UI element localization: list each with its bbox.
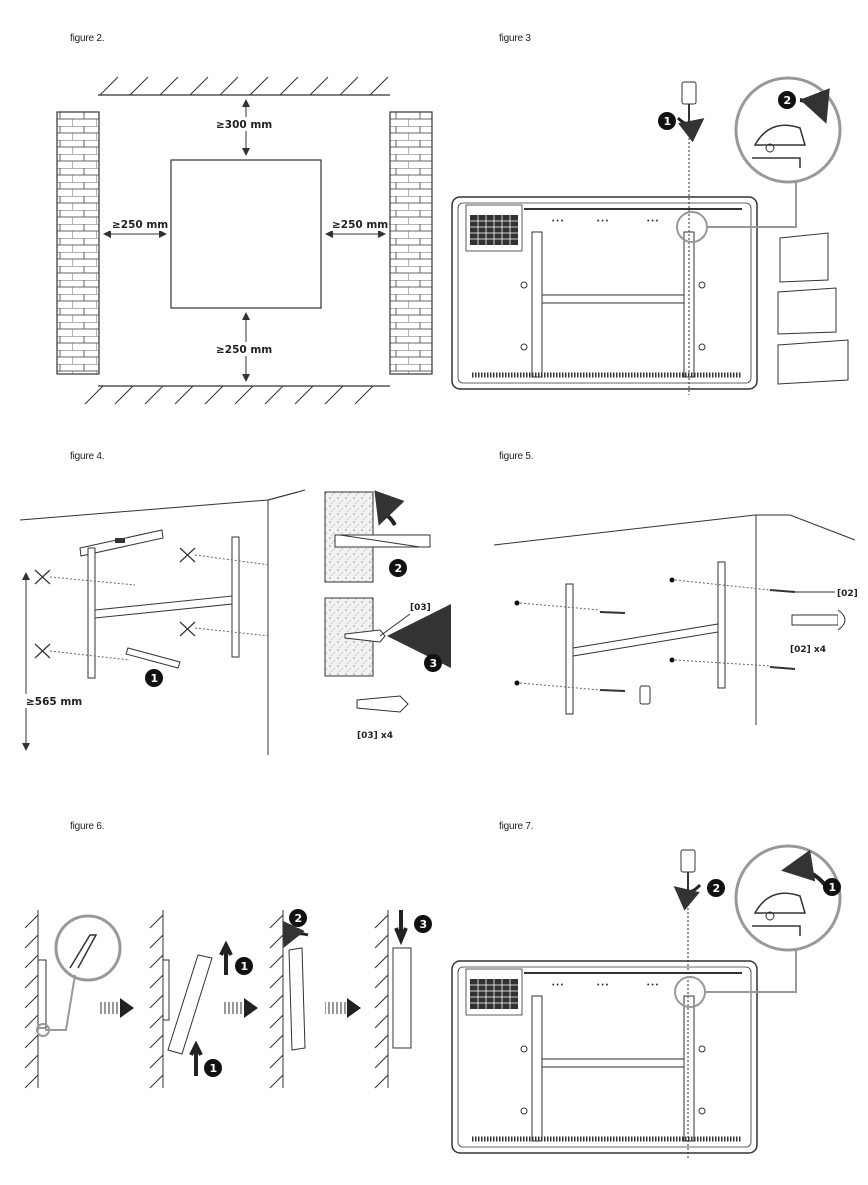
figure-5-caption: figure 5.: [499, 451, 534, 462]
top-clearance-label: ≥300 mm: [216, 119, 272, 131]
figure-7-secure-heater: [452, 844, 842, 1160]
figure-2-caption: figure 2.: [70, 33, 105, 44]
part-02-label: [02]: [837, 589, 858, 599]
bottom-clearance-label: ≥250 mm: [216, 344, 272, 356]
left-clearance-label: ≥250 mm: [112, 219, 168, 231]
height-label: ≥565 mm: [26, 696, 82, 708]
part-03-count: [03] x4: [357, 731, 393, 741]
figure-3-remove-bracket: [452, 76, 849, 395]
figure-6-caption: figure 6.: [70, 821, 105, 832]
part-03-label: [03]: [410, 603, 431, 613]
figure-4-mark-and-drill: ≥565 mm [03] [03] x4: [19, 489, 451, 755]
figure-7-caption: figure 7.: [499, 821, 534, 832]
screwdriver-icon: [681, 81, 697, 135]
part-02-count: [02] x4: [790, 645, 826, 655]
figure-6-hang-heater: [24, 909, 432, 1089]
figure-2-clearances: ≥300 mm ≥250 mm ≥250 mm ≥250 mm: [56, 76, 433, 405]
figure-4-caption: figure 4.: [70, 451, 105, 462]
figure-3-caption: figure 3: [499, 33, 531, 44]
right-clearance-label: ≥250 mm: [332, 219, 388, 231]
figure-5-fix-bracket: [02] [02] x4: [493, 514, 858, 725]
